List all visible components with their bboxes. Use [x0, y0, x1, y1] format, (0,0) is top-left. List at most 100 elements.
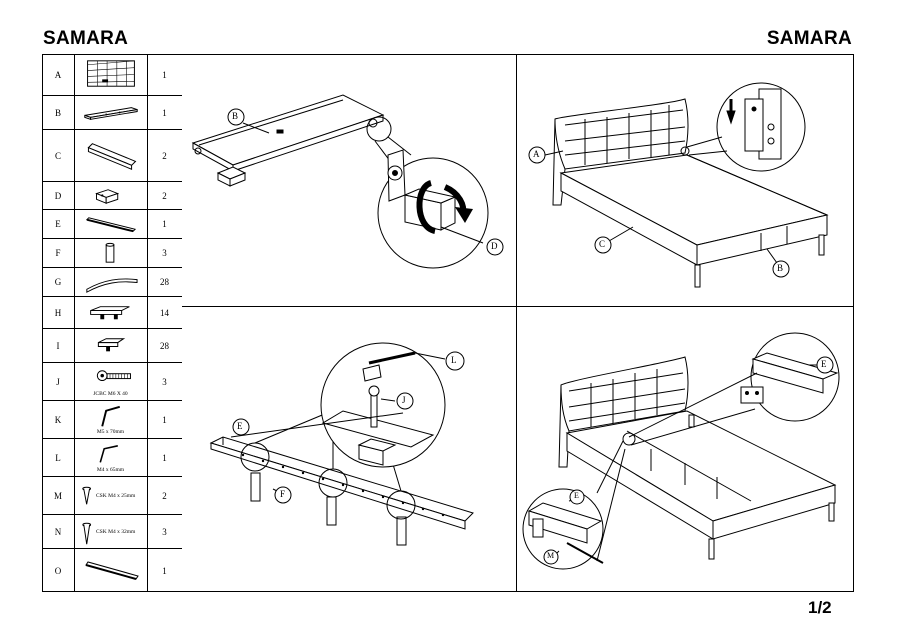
part-letter: C — [42, 130, 75, 181]
parts-row: M CSK M4 x 25mm 2 — [42, 477, 182, 515]
part-image-cell — [74, 297, 148, 328]
part-letter: F — [42, 239, 75, 267]
panel-divider-horizontal — [182, 306, 854, 307]
step-4-callout-m: M — [547, 551, 555, 560]
parts-row: I 28 — [42, 329, 182, 363]
part-image-cell — [74, 130, 148, 181]
part-letter: N — [42, 515, 75, 548]
part-quantity: 2 — [162, 190, 167, 201]
bolt-icon — [96, 370, 131, 382]
step-4-illustration — [522, 332, 840, 570]
step-2-callout-c: C — [599, 239, 606, 249]
step-3-callout-f: F — [280, 489, 286, 499]
part-letter: B — [42, 96, 75, 129]
rod-icon — [85, 561, 139, 580]
part-spec-label: M5 x 70mm — [96, 429, 125, 435]
page-title-right: SAMARA — [766, 28, 852, 49]
step-3-callout-j: J — [402, 395, 406, 405]
parts-row: L M4 x 65mm 1 — [42, 439, 182, 477]
part-quantity: 3 — [162, 376, 167, 387]
double-slat-holder-icon — [90, 306, 130, 320]
part-image-cell: CSK M4 x 32mm — [74, 515, 148, 548]
allen-key-large-icon — [101, 405, 121, 427]
step-4-panel: E E M — [517, 307, 854, 592]
step-4-callout-e-detail: E — [574, 491, 579, 500]
part-letter: D — [42, 182, 75, 209]
part-spec-label: CSK M4 x 32mm — [96, 528, 136, 535]
panel-divider-vertical — [516, 54, 517, 592]
part-quantity: 1 — [162, 219, 167, 229]
corner-block-icon — [95, 189, 120, 204]
instruction-frame — [42, 54, 854, 592]
step-3-callout-l: L — [451, 355, 457, 365]
part-image-cell — [74, 239, 148, 267]
part-image-cell: M4 x 65mm — [74, 439, 148, 476]
parts-row: J JCBC M6 X 40 3 — [42, 363, 182, 401]
part-spec-label: M4 x 65mm — [96, 467, 125, 473]
side-rail-icon — [87, 143, 137, 170]
step-3-callout-e: E — [237, 421, 243, 431]
part-image-cell — [74, 96, 148, 129]
part-quantity: 1 — [162, 565, 167, 576]
part-quantity: 3 — [162, 248, 167, 258]
screw-25-icon — [82, 486, 92, 505]
part-quantity: 1 — [162, 414, 167, 425]
slat-holder-icon — [97, 338, 126, 352]
page-title-left: SAMARA — [43, 28, 129, 49]
parts-row: N CSK M4 x 32mm 3 — [42, 515, 182, 549]
part-quantity: 28 — [160, 340, 169, 351]
part-quantity: 2 — [162, 490, 167, 501]
footboard-panel-icon — [84, 107, 138, 120]
parts-row: K M5 x 70mm 1 — [42, 401, 182, 439]
part-image-cell — [74, 54, 148, 95]
part-letter: E — [42, 210, 75, 238]
slat-icon — [86, 278, 138, 293]
part-image-cell: M5 x 70mm — [74, 401, 148, 438]
part-quantity: 3 — [162, 526, 167, 537]
part-image-cell — [74, 329, 148, 362]
part-spec-label: JCBC M6 X 40 — [93, 391, 128, 397]
part-letter: M — [42, 477, 75, 514]
part-letter: A — [42, 54, 75, 95]
part-image-cell — [74, 182, 148, 209]
headboard-icon — [87, 60, 135, 87]
part-spec-label: CSK M4 x 25mm — [96, 492, 136, 499]
part-image-cell — [74, 549, 148, 592]
part-image-cell — [74, 268, 148, 296]
parts-row: H 14 — [42, 297, 182, 329]
part-quantity: 14 — [160, 307, 169, 318]
allen-key-small-icon — [99, 445, 118, 463]
step-1-panel: B D — [183, 55, 516, 306]
part-image-cell — [74, 210, 148, 238]
screw-32-icon — [82, 522, 92, 545]
part-letter: H — [42, 297, 75, 328]
part-quantity: 1 — [162, 69, 167, 80]
part-letter: L — [42, 439, 75, 476]
support-leg-icon — [105, 242, 115, 263]
part-image-cell: CSK M4 x 25mm — [74, 477, 148, 514]
step-1-callout-d: D — [491, 241, 498, 251]
part-letter: I — [42, 329, 75, 362]
step-3-panel: E F L J — [183, 307, 516, 592]
step-3-illustration — [209, 342, 474, 546]
part-letter: K — [42, 401, 75, 438]
step-2-callout-a: A — [533, 149, 540, 159]
center-rail-icon — [85, 217, 137, 233]
step-1-callout-b: B — [232, 111, 239, 121]
step-1-illustration — [191, 94, 504, 269]
step-2-callout-b: B — [777, 263, 784, 273]
part-quantity: 1 — [162, 452, 167, 463]
part-quantity: 1 — [162, 107, 167, 118]
step-4-callout-e-top: E — [821, 359, 827, 369]
part-image-cell: JCBC M6 X 40 — [74, 363, 148, 400]
part-letter: J — [42, 363, 75, 400]
